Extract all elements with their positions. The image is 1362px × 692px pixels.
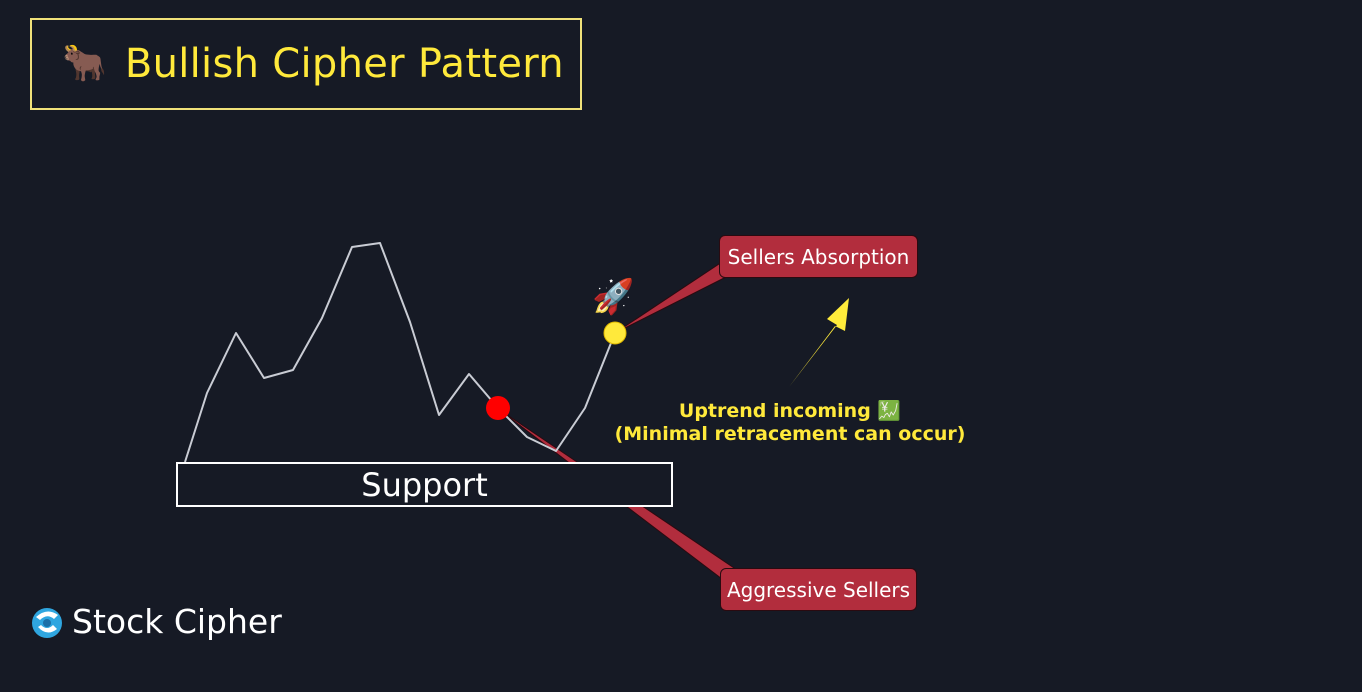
aggressive-sellers-dot [486,396,510,420]
stock-cipher-logo-icon [32,607,62,638]
brand-name: Stock Cipher [72,602,282,641]
aggressive-sellers-callout: Aggressive Sellers [720,568,917,611]
aggressive-sellers-label: Aggressive Sellers [726,577,911,602]
uptrend-arrow-icon [789,298,849,387]
support-zone: Support [176,462,673,507]
uptrend-note: Uptrend incoming 💹 (Minimal retracement … [600,400,980,446]
sellers-absorption-callout: Sellers Absorption [719,235,918,278]
sellers-absorption-label: Sellers Absorption [727,244,910,269]
support-label: Support [361,465,488,504]
rocket-icon: 🚀 [592,277,635,317]
title-box: 🐂 Bullish Cipher Pattern [30,18,582,110]
uptrend-line-1: Uptrend incoming 💹 [678,400,902,422]
brand: Stock Cipher [28,602,282,641]
absorption-dot [603,321,627,345]
page-title: Bullish Cipher Pattern [124,41,564,87]
price-line [184,242,616,463]
uptrend-line-2: (Minimal retracement can occur) [614,423,966,445]
bull-icon: 🐂 [62,43,107,84]
